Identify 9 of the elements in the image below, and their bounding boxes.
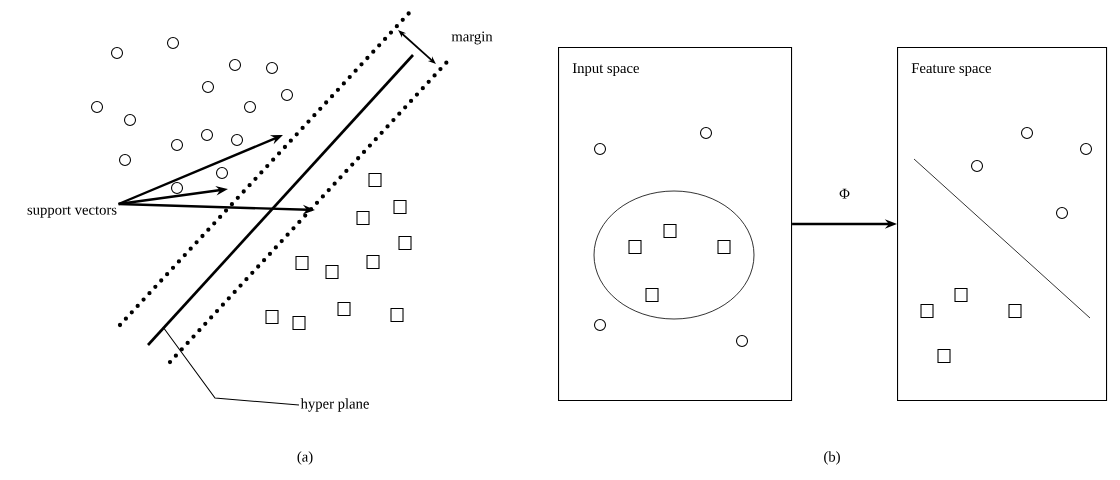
edge-label: Φ	[839, 188, 850, 199]
text-label: hyper plane	[300, 398, 369, 412]
margin-label: margin	[451, 31, 493, 45]
input-space-box: Input space	[558, 47, 793, 402]
text-label: support vectors	[27, 206, 117, 218]
feature-space-box: Feature space	[897, 47, 1108, 402]
leader-line	[162, 326, 300, 406]
caption-label: (a)	[297, 451, 313, 465]
caption-label: (b)	[824, 451, 840, 465]
